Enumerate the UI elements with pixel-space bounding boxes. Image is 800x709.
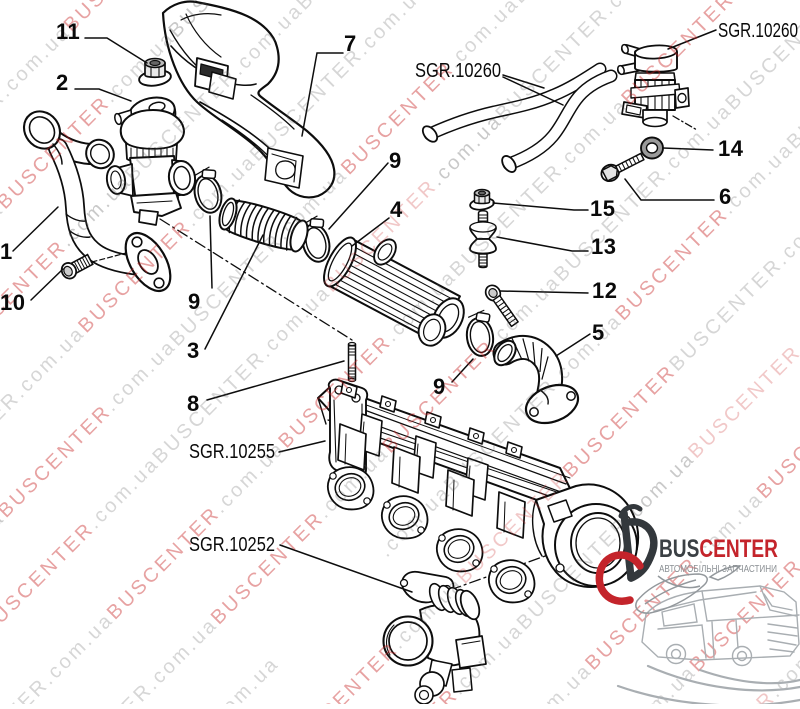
svg-text:15: 15 [590, 196, 615, 221]
svg-text:SGR.10252: SGR.10252 [189, 533, 275, 556]
svg-text:8: 8 [187, 391, 200, 416]
svg-text:BUSCENTER: BUSCENTER [659, 535, 778, 563]
svg-text:13: 13 [591, 234, 616, 259]
svg-text:SGR.10260: SGR.10260 [718, 19, 798, 42]
svg-text:АВТОМОБІЛЬНІ ЗАПЧАСТИНИ: АВТОМОБІЛЬНІ ЗАПЧАСТИНИ [659, 563, 777, 575]
svg-text:SGR.10255: SGR.10255 [189, 440, 275, 463]
svg-text:2: 2 [56, 70, 69, 95]
svg-text:9: 9 [188, 289, 201, 314]
svg-text:11: 11 [56, 19, 80, 44]
svg-text:6: 6 [719, 184, 732, 209]
svg-text:4: 4 [390, 197, 403, 222]
svg-text:3: 3 [187, 338, 200, 363]
svg-text:5: 5 [592, 320, 605, 345]
svg-text:9: 9 [389, 148, 402, 173]
svg-text:12: 12 [592, 278, 617, 303]
svg-text:10: 10 [0, 290, 25, 315]
svg-text:7: 7 [344, 31, 357, 56]
svg-text:9: 9 [433, 374, 446, 399]
svg-text:14: 14 [718, 136, 744, 161]
svg-text:1: 1 [0, 239, 13, 264]
svg-text:SGR.10260: SGR.10260 [415, 59, 501, 82]
